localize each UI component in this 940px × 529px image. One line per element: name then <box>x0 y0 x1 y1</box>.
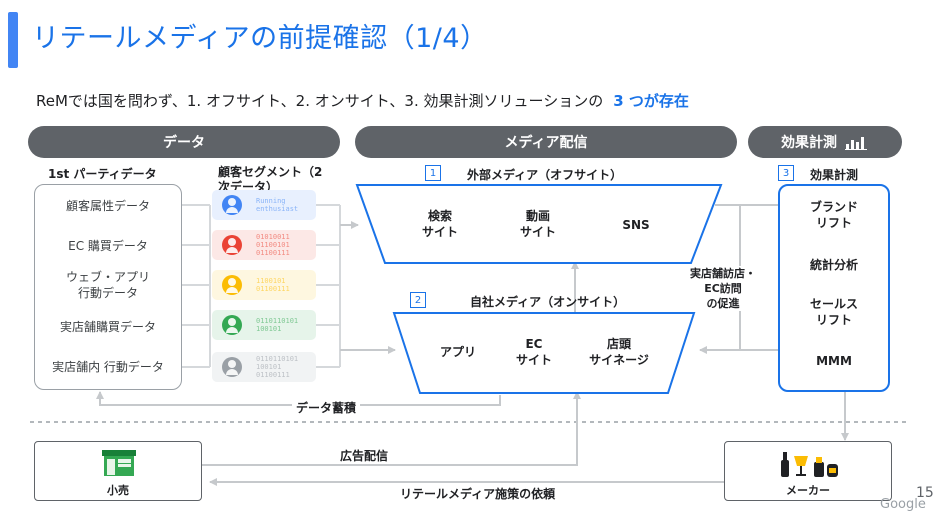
segment-card: 0110110101 100101 <box>212 310 316 340</box>
first-party-item: ウェブ・アプリ 行動データ <box>65 270 150 300</box>
offsite-item: SNS <box>622 218 650 232</box>
retail-box: 小売 <box>34 441 202 501</box>
segment-card: 1100101 01100111 <box>212 270 316 300</box>
title-accent-bar <box>8 12 18 68</box>
request-label: リテールメディア施策の依頼 <box>400 487 556 501</box>
first-party-box: 顧客属性データ EC 購買データ ウェブ・アプリ 行動データ 実店舗購買データ … <box>34 184 182 390</box>
segment-card: Running enthusiast <box>212 190 316 220</box>
offsite-funnel <box>355 184 723 264</box>
maker-label: メーカー <box>786 484 830 497</box>
ad-delivery-label: 広告配信 <box>340 449 389 463</box>
store-icon <box>101 449 137 481</box>
segment-code: Running enthusiast <box>256 197 299 213</box>
segment-code: 01010011 01100101 01100111 <box>256 233 290 257</box>
measurement-title: 効果計測 <box>810 168 859 182</box>
measurement-item: 統計分析 <box>809 258 858 272</box>
page-subtitle: ReMでは国を問わず、1. オフサイト、2. オンサイト、3. 効果計測ソリュー… <box>36 90 689 111</box>
segment-code: 0110110101 100101 <box>256 317 299 333</box>
segment-card: 01010011 01100101 01100111 <box>212 230 316 260</box>
products-icon <box>778 448 840 482</box>
media-pill: メディア配信 <box>355 126 737 158</box>
retail-label: 小売 <box>107 484 129 497</box>
onsite-funnel <box>392 312 696 394</box>
user-avatar-icon <box>222 315 242 335</box>
measurement-item: MMM <box>816 354 852 368</box>
subtitle-highlight: 3 つが存在 <box>613 92 689 110</box>
first-party-title: 1st パーティデータ <box>48 167 157 181</box>
onsite-item: EC サイト <box>515 337 552 367</box>
data-pill: データ <box>28 126 340 158</box>
segment-code: 1100101 01100111 <box>256 277 290 293</box>
user-avatar-icon <box>222 235 242 255</box>
data-pill-label: データ <box>163 135 205 151</box>
subtitle-main-text: ReMでは国を問わず、1. オフサイト、2. オンサイト、3. 効果計測ソリュー… <box>36 92 604 110</box>
offsite-number: 1 <box>425 165 441 181</box>
first-party-item: 実店舗内 行動データ <box>52 360 164 374</box>
measurement-item: ブランド リフト <box>809 200 858 230</box>
page-number: 15 <box>916 485 934 501</box>
measurement-number: 3 <box>778 165 794 181</box>
onsite-item: 店頭 サイネージ <box>589 337 649 367</box>
user-avatar-icon <box>222 275 242 295</box>
onsite-title: 自社メディア（オンサイト） <box>470 295 626 309</box>
measurement-pill: 効果計測 <box>748 126 902 158</box>
offsite-title: 外部メディア（オフサイト） <box>467 168 623 182</box>
segment-code: 0110110101 100101 01100111 <box>256 355 299 379</box>
media-pill-label: メディア配信 <box>504 135 588 151</box>
page-title: リテールメディアの前提確認（1/4） <box>32 23 488 54</box>
maker-box: メーカー <box>724 441 892 501</box>
onsite-number: 2 <box>410 292 426 308</box>
segment-card: 0110110101 100101 01100111 <box>212 352 316 382</box>
first-party-item: 顧客属性データ <box>65 199 150 213</box>
offsite-item: 検索 サイト <box>421 209 458 239</box>
user-avatar-icon <box>222 357 242 377</box>
data-accumulation-label: データ蓄積 <box>292 400 361 416</box>
measurement-item: セールス リフト <box>809 297 858 327</box>
offsite-item: 動画 サイト <box>519 209 556 239</box>
promotion-label: 実店舗訪店・ EC訪問 の促進 <box>680 266 766 311</box>
google-logo: Google <box>880 497 926 512</box>
user-avatar-icon <box>222 195 242 215</box>
measurement-box: ブランド リフト 統計分析 セールス リフト MMM <box>778 184 890 392</box>
measurement-pill-label: 効果計測 <box>781 135 837 151</box>
bar-chart-icon <box>845 134 869 150</box>
first-party-item: EC 購買データ <box>68 239 148 253</box>
onsite-item: アプリ <box>439 345 476 359</box>
first-party-item: 実店舗購買データ <box>59 320 156 334</box>
